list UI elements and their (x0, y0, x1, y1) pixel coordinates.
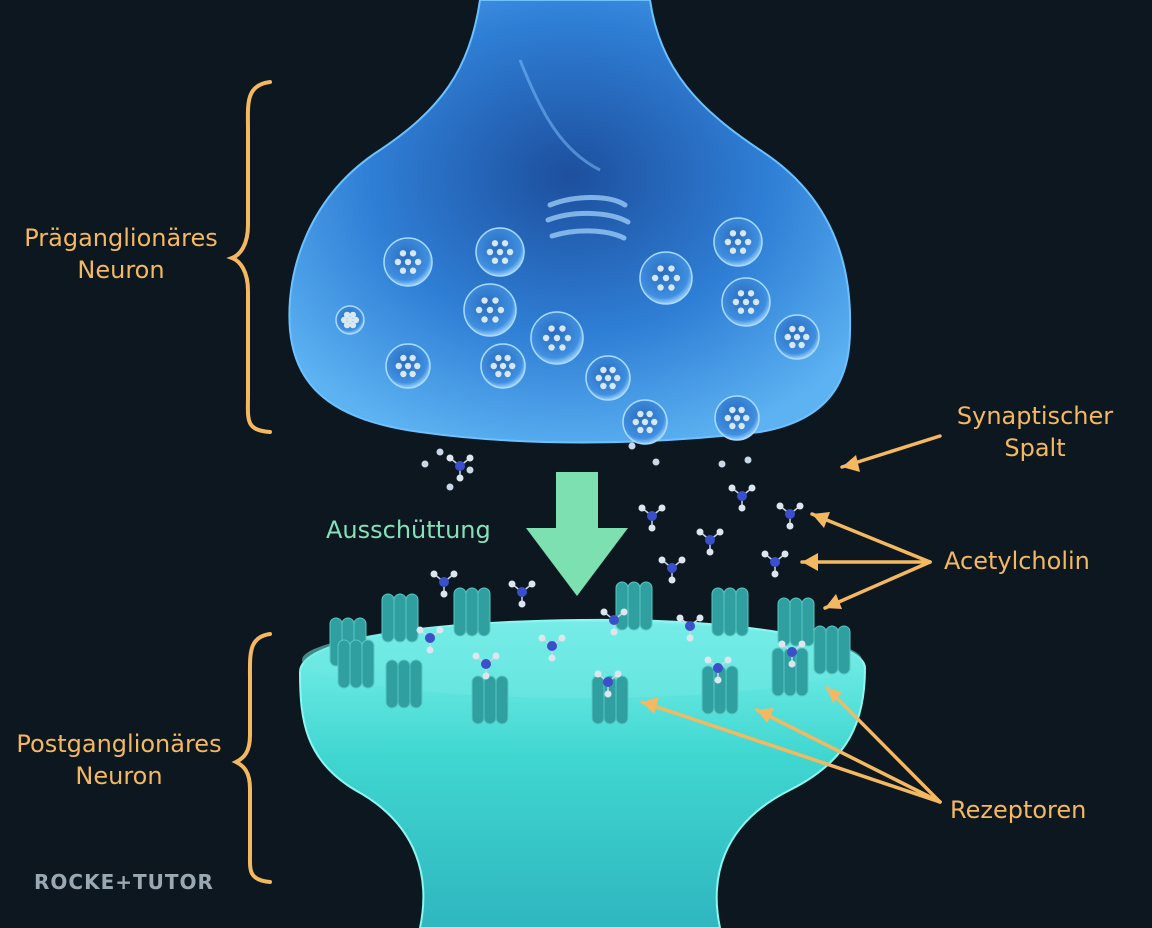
vesicle (530, 311, 584, 365)
receptor (471, 675, 509, 725)
arrow-synaptic-cleft (840, 434, 942, 469)
label-post-neuron-line2: Neuron (75, 762, 163, 790)
arrow-receptor-1 (640, 700, 942, 804)
released-particle (436, 448, 444, 456)
label-pre-neuron-line1: Präganglionäres (24, 224, 218, 252)
receptor (453, 587, 491, 637)
label-synaptic-cleft: Synaptischer Spalt (940, 400, 1130, 464)
arrowhead-receptor-1 (642, 697, 659, 714)
golgi-apparatus (545, 195, 631, 241)
vesicle (622, 399, 668, 445)
acetylcholine-molecule (538, 634, 566, 662)
label-post-neuron: Postganglionäres Neuron (6, 728, 232, 792)
receptor (337, 639, 375, 689)
pointer-arrows (640, 434, 942, 804)
presynaptic-neuron (288, 0, 852, 444)
label-post-neuron-line1: Postganglionäres (16, 730, 222, 758)
acetylcholine-molecule (761, 550, 789, 578)
acetylcholine-molecule (704, 656, 732, 684)
vesicle (383, 237, 433, 287)
vesicle (774, 314, 820, 360)
label-release: Ausschüttung (326, 516, 491, 544)
acetylcholine-molecule (446, 454, 474, 482)
arrowhead-acetylcholine-1 (812, 512, 830, 528)
arrowhead-synaptic-cleft (842, 455, 860, 472)
released-particle (744, 456, 752, 464)
presynaptic-membrane-fold (518, 59, 601, 172)
label-receptors: Rezeptoren (950, 796, 1087, 824)
label-synaptic-cleft-line1: Synaptischer (956, 402, 1114, 430)
released-particle (652, 458, 660, 466)
acetylcholine-molecule (778, 640, 806, 668)
vesicle (463, 283, 517, 337)
receptors-group (329, 581, 851, 725)
receptor (381, 593, 419, 643)
brace-pre-neuron (226, 80, 272, 434)
acetylcholine-molecule (676, 614, 704, 642)
vesicle (721, 277, 771, 327)
arrow-acetylcholine-3 (823, 560, 932, 610)
receptor (771, 647, 809, 697)
arrow-receptor-3 (825, 686, 942, 804)
vesicle (480, 343, 526, 389)
arrowhead-receptor-3 (827, 688, 842, 703)
vesicle (335, 305, 365, 335)
receptor (701, 665, 739, 715)
acetylcholine-molecule (472, 652, 500, 680)
released-particle (718, 460, 726, 468)
arrowhead-acetylcholine-2 (802, 553, 818, 571)
acetylcholine-molecule (508, 580, 536, 608)
receptor (777, 597, 815, 647)
acetylcholine-molecule (638, 504, 666, 532)
brace-post-neuron (231, 632, 272, 884)
acetylcholine-molecules (416, 442, 806, 698)
label-acetylcholine: Acetylcholin (944, 547, 1090, 575)
vesicle (714, 395, 760, 441)
acetylcholine-molecule (430, 570, 458, 598)
released-particle (446, 483, 454, 491)
receptor (813, 625, 851, 675)
acetylcholine-molecule (600, 608, 628, 636)
arrow-acetylcholine-1 (810, 512, 932, 564)
vesicle (585, 355, 631, 401)
vesicle (639, 251, 693, 305)
acetylcholine-molecule (416, 626, 444, 654)
label-synaptic-cleft-line2: Spalt (1004, 434, 1066, 462)
acetylcholine-molecule (658, 556, 686, 584)
acetylcholine-molecule (776, 502, 804, 530)
pointer-arrowheads (642, 455, 860, 723)
acetylcholine-molecule (594, 670, 622, 698)
arrowhead-acetylcholine-3 (825, 594, 842, 609)
receptor (615, 581, 653, 631)
acetylcholine-molecule (728, 484, 756, 512)
arrowhead-receptor-2 (757, 708, 774, 723)
synaptic-vesicles (335, 217, 820, 445)
label-pre-neuron: Präganglionäres Neuron (16, 222, 226, 286)
acetylcholine-molecule (696, 528, 724, 556)
arrow-receptor-2 (755, 708, 942, 804)
released-particle (628, 442, 636, 450)
vesicle (713, 217, 763, 267)
label-pre-neuron-line2: Neuron (77, 256, 165, 284)
vesicle (385, 343, 431, 389)
vesicle (475, 227, 525, 277)
receptor (385, 659, 423, 709)
release-arrow-icon (526, 472, 628, 596)
receptor (711, 587, 749, 637)
released-particle (421, 460, 429, 468)
logo: ROCKE+TUTOR (34, 870, 214, 894)
released-particle (466, 466, 474, 474)
